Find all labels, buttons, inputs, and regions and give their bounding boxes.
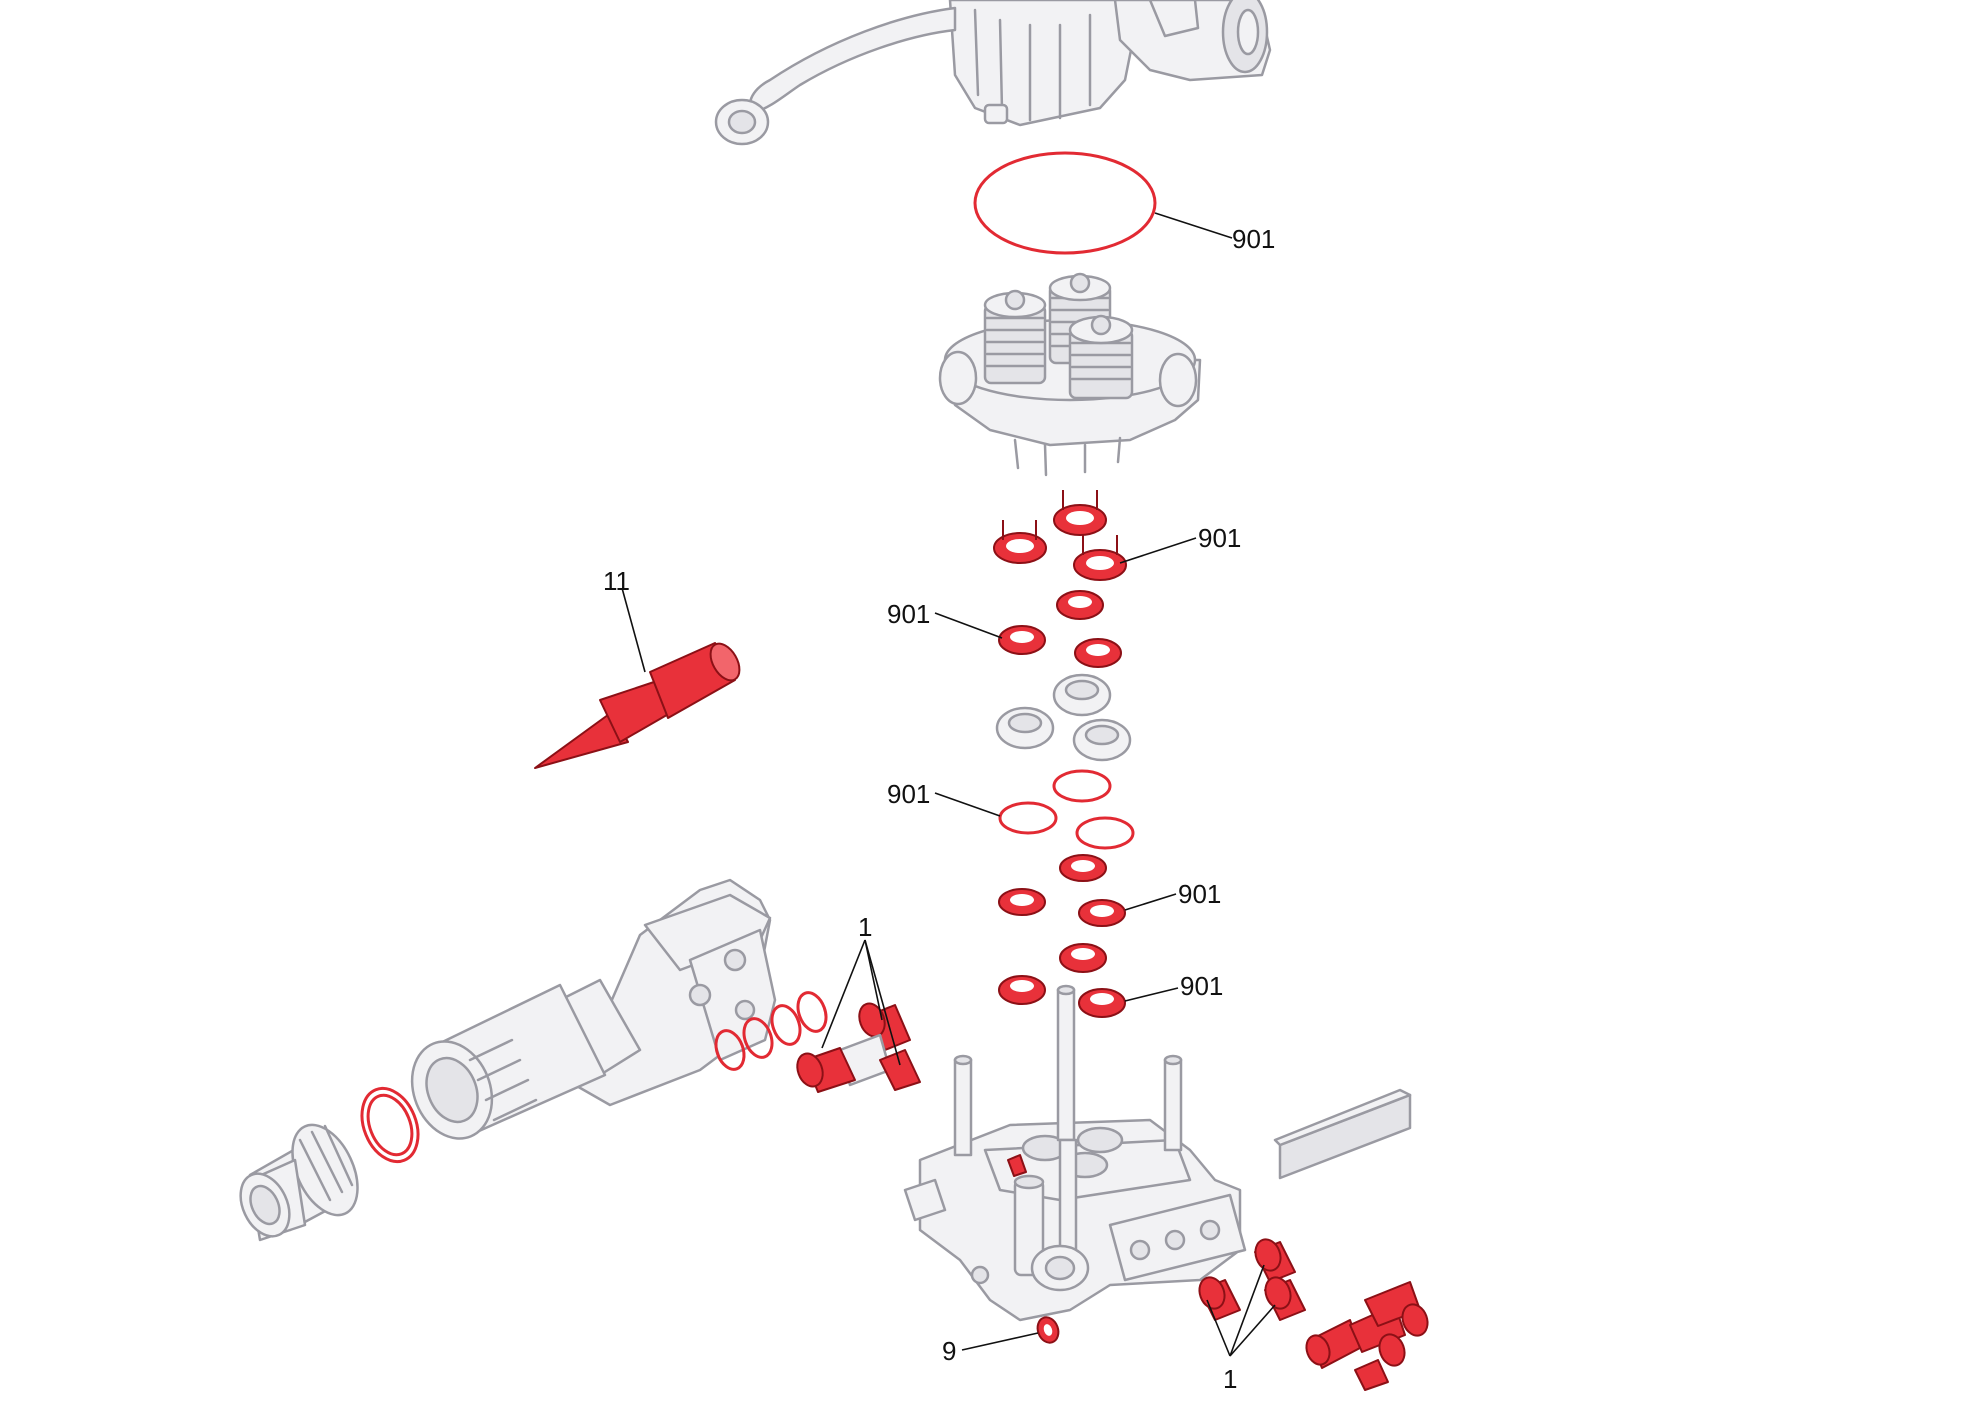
valve-head-part [938, 272, 1202, 477]
leader-1-a-1 [821, 939, 866, 1049]
leader-lines [621, 212, 1276, 1357]
large-o-ring-part [973, 151, 1157, 255]
housing-o-ring-part [360, 1086, 420, 1164]
cone-tool-part [534, 642, 741, 769]
leader-1-a-2 [864, 939, 883, 1021]
leader-901-a [1154, 212, 1233, 239]
callout-labels: 901 901 901 901 901 901 11 1 1 9 [603, 224, 1275, 1394]
callout-1-a: 1 [858, 912, 872, 942]
leader-901-d [934, 792, 1001, 817]
small-plug-part [1036, 1316, 1060, 1344]
filter-pad-part [1273, 1088, 1412, 1180]
valve-seal-set-part [993, 490, 1127, 668]
nozzle-fitting-set-part [1305, 1281, 1429, 1391]
leader-11 [621, 587, 646, 673]
leader-901-b [1119, 537, 1197, 564]
callout-901-b: 901 [1198, 523, 1241, 553]
outlet-housing-part [410, 878, 777, 1140]
threaded-nut-part [239, 1123, 359, 1242]
leader-9 [961, 1332, 1039, 1351]
leader-901-f [1124, 987, 1179, 1002]
callout-11: 11 [603, 566, 630, 596]
o-ring-set-part [998, 769, 1135, 850]
valve-insert-left-part [796, 1002, 921, 1093]
check-valve-cups-part [995, 673, 1132, 762]
leader-1-b-3 [1229, 1304, 1276, 1357]
pump-block-part [903, 984, 1247, 1322]
motor-housing-part [714, 0, 1272, 146]
callout-901-d: 901 [887, 779, 930, 809]
leader-901-c [934, 612, 1003, 639]
callout-9: 9 [942, 1336, 956, 1366]
leader-1-b-1 [1206, 1299, 1231, 1357]
callout-901-e: 901 [1178, 879, 1221, 909]
callout-901-a: 901 [1232, 224, 1275, 254]
piston-seal-set-part [998, 854, 1126, 1018]
callout-901-c: 901 [887, 599, 930, 629]
leader-1-b-2 [1229, 1264, 1265, 1357]
callout-901-f: 901 [1180, 971, 1223, 1001]
callout-1-b: 1 [1223, 1364, 1237, 1394]
leader-901-e [1124, 893, 1177, 911]
valve-insert-right-part [1198, 1238, 1306, 1321]
gasket-ring-chain-part [714, 991, 828, 1071]
leader-1-a-3 [864, 939, 901, 1066]
